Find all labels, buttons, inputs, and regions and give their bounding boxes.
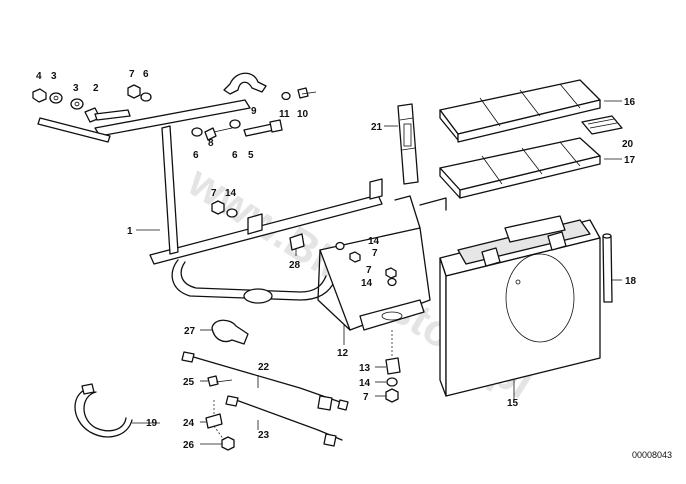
label-6c: 6 xyxy=(232,150,238,161)
label-14: 14 xyxy=(225,188,237,199)
label-5: 5 xyxy=(248,150,254,161)
part-5-bolt[interactable] xyxy=(243,119,283,137)
part-8-bolt[interactable] xyxy=(204,127,233,141)
bolt-link-rod[interactable] xyxy=(37,117,111,143)
part-6-washer-b[interactable] xyxy=(191,127,203,137)
part-4-nut[interactable] xyxy=(32,88,47,103)
leader-lines xyxy=(132,100,622,445)
label-18: 18 xyxy=(625,276,637,287)
part-14-washer-mid[interactable] xyxy=(226,208,238,218)
label-14c: 14 xyxy=(361,278,373,289)
part-6-washer-top[interactable] xyxy=(140,92,152,102)
label-19: 19 xyxy=(146,418,158,429)
label-24: 24 xyxy=(183,418,195,429)
label-13: 13 xyxy=(359,363,371,374)
label-7: 7 xyxy=(129,69,135,80)
document-number: 00008043 xyxy=(632,450,672,460)
label-15: 15 xyxy=(507,398,519,409)
label-14b: 14 xyxy=(368,236,380,247)
label-7c: 7 xyxy=(372,248,378,259)
label-7e: 7 xyxy=(363,392,369,403)
part-9-clamp[interactable] xyxy=(223,72,267,95)
label-20: 20 xyxy=(622,139,634,150)
label-27: 27 xyxy=(184,326,196,337)
part-13-connector[interactable] xyxy=(385,357,401,375)
part-10-screw[interactable] xyxy=(297,87,317,99)
part-3-washer[interactable] xyxy=(49,92,63,104)
part-16-cover[interactable] xyxy=(439,79,601,143)
part-17-cover[interactable] xyxy=(439,137,601,199)
label-26: 26 xyxy=(183,440,195,451)
label-14d: 14 xyxy=(359,378,371,389)
part-27-terminal-cap[interactable] xyxy=(211,319,249,345)
label-21: 21 xyxy=(371,122,383,133)
label-22: 22 xyxy=(258,362,270,373)
part-24-clip[interactable] xyxy=(205,413,223,429)
label-7d: 7 xyxy=(366,265,372,276)
part-26-nut[interactable] xyxy=(221,436,235,451)
part-7-nut-tray[interactable] xyxy=(349,251,361,263)
part-7-nut-top[interactable] xyxy=(127,84,141,99)
part-14-washer-tray[interactable] xyxy=(335,241,345,251)
guide-line-26 xyxy=(213,425,225,441)
part-14-washer-tray-b[interactable] xyxy=(387,277,397,287)
label-16: 16 xyxy=(624,97,636,108)
label-12: 12 xyxy=(337,348,349,359)
label-3: 3 xyxy=(51,71,57,82)
label-9: 9 xyxy=(251,106,257,117)
part-18-vent-hose[interactable] xyxy=(602,233,613,303)
label-10: 10 xyxy=(297,109,309,120)
part-14-washer-low[interactable] xyxy=(386,377,398,387)
part-11-washer[interactable] xyxy=(281,91,291,101)
label-23: 23 xyxy=(258,430,270,441)
label-28: 28 xyxy=(289,260,301,271)
label-1: 1 xyxy=(127,226,133,237)
part-12-battery-tray[interactable] xyxy=(317,195,447,331)
part-25-screw[interactable] xyxy=(207,375,233,387)
label-4: 4 xyxy=(36,71,42,82)
label-8: 8 xyxy=(208,138,214,149)
part-7-nut-mid[interactable] xyxy=(211,200,225,215)
part-15-battery[interactable] xyxy=(439,215,601,397)
label-25: 25 xyxy=(183,377,195,388)
part-labels: 4 3 3 2 7 6 9 11 10 6 8 6 5 21 16 20 17 … xyxy=(36,69,637,451)
part-28-grommet[interactable] xyxy=(289,233,305,251)
label-11: 11 xyxy=(279,109,290,120)
part-21-strap[interactable] xyxy=(397,103,419,185)
part-6-washer-c[interactable] xyxy=(229,119,241,129)
label-6: 6 xyxy=(143,69,149,80)
part-20-plate[interactable] xyxy=(581,115,623,135)
label-7b: 7 xyxy=(211,188,217,199)
part-22-cable[interactable] xyxy=(181,351,349,411)
part-3-washer-b[interactable] xyxy=(70,98,84,110)
part-1-bracket[interactable] xyxy=(94,99,383,304)
label-3b: 3 xyxy=(73,83,79,94)
part-23-cable[interactable] xyxy=(225,395,343,447)
part-19-strap-band[interactable] xyxy=(74,383,133,438)
part-2-bolt[interactable] xyxy=(84,107,131,123)
label-2: 2 xyxy=(93,83,99,94)
part-7-nut-low[interactable] xyxy=(385,388,399,403)
label-6b: 6 xyxy=(193,150,199,161)
part-7-nut-tray-b[interactable] xyxy=(385,267,397,279)
label-17: 17 xyxy=(624,155,636,166)
